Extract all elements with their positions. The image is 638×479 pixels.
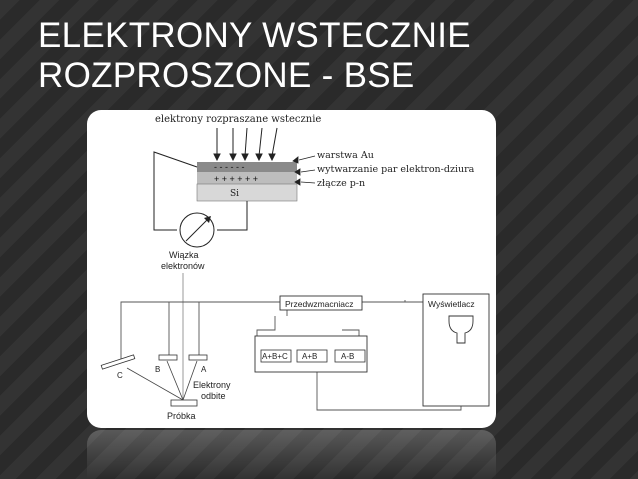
beam-label-1: Wiązka	[169, 250, 199, 260]
display-label: Wyświetlacz	[428, 299, 475, 309]
detector-b	[158, 354, 178, 361]
mix-label-2: A+B	[302, 352, 317, 361]
incoming-electron-arrows	[213, 127, 278, 162]
junction-layer	[197, 172, 297, 184]
si-label: Si	[230, 189, 239, 199]
pair-generation-label: wytwarzanie par elektron-dziura	[317, 164, 475, 175]
display-box	[422, 293, 490, 407]
detector-c-label: C	[117, 371, 123, 380]
mix-a-minus-b-box	[334, 349, 366, 363]
preamplifier-label: Przedwzmacniacz	[285, 299, 354, 309]
minus-charges: - - - - - -	[214, 162, 245, 172]
sample-label: Próbka	[167, 411, 196, 421]
detector-c	[100, 354, 136, 370]
figure-reflection	[87, 430, 496, 479]
reflected-label-1: Elektrony	[193, 380, 231, 390]
au-layer-label: warstwa Au	[317, 150, 374, 161]
layer-pointers	[292, 155, 316, 186]
detector-a-label: A	[201, 365, 207, 374]
beam-label-2: elektronów	[161, 261, 205, 271]
slide-title: ELEKTRONY WSTECZNIE ROZPROSZONE - BSE	[38, 16, 471, 96]
detector-b-label: B	[155, 365, 160, 374]
mix-a-plus-b-box	[296, 349, 328, 363]
title-line-1: ELEKTRONY WSTECZNIE	[38, 16, 471, 55]
detector-circuit	[153, 151, 248, 248]
detector-a	[188, 354, 208, 361]
title-line-2: ROZPROSZONE - BSE	[38, 56, 415, 95]
meter-arrow-icon	[204, 216, 211, 223]
mix-label-3: A-B	[341, 352, 354, 361]
bse-detector-diagram: elektrony rozpraszane wstecznie - - - - …	[100, 114, 490, 421]
preamplifier-box	[279, 295, 363, 311]
reflected-label-2: odbite	[201, 391, 226, 401]
gold-layer	[197, 162, 297, 172]
mix-a-b-c-box	[260, 349, 292, 363]
silicon-layer	[196, 183, 298, 202]
reflected-paths	[126, 360, 198, 401]
sample-block	[170, 399, 198, 407]
top-label: elektrony rozpraszane wstecznie	[155, 114, 321, 125]
junction-label: złącze p-n	[317, 178, 365, 189]
diagram-figure: elektrony rozpraszane wstecznie - - - - …	[87, 110, 496, 428]
plus-charges: + + + + + +	[214, 174, 258, 184]
mix-label-1: A+B+C	[262, 352, 288, 361]
crt-tube-icon	[448, 315, 474, 344]
